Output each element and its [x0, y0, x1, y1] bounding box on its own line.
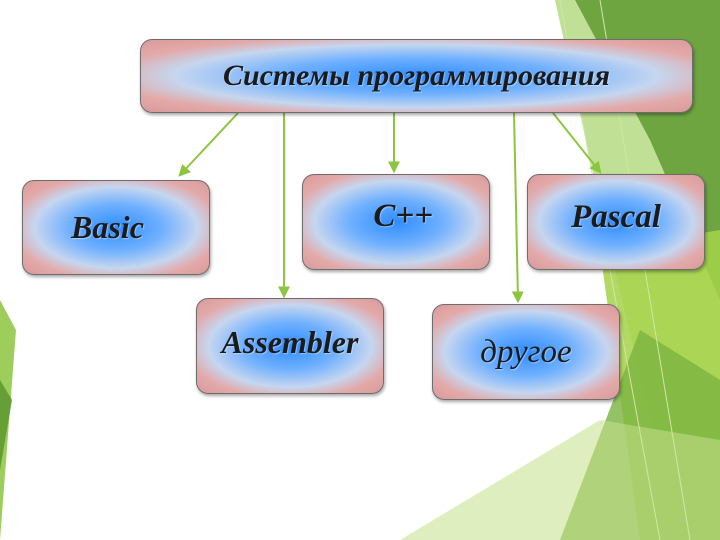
node-basic-label: Basic	[71, 209, 144, 245]
node-assembler: Assembler	[196, 298, 384, 394]
root-node-programming-systems: Системы программирования	[140, 39, 693, 113]
node-other: другое	[432, 304, 620, 400]
node-pascal-label: Pascal	[571, 198, 661, 235]
node-assembler-label: Assembler	[221, 323, 359, 360]
node-other-label: другое	[480, 333, 572, 370]
node-cpp-label: C++	[373, 197, 433, 234]
node-pascal: Pascal	[527, 174, 705, 270]
node-basic: Basic	[22, 180, 210, 275]
node-cpp: C++	[302, 174, 490, 270]
root-node-label: Системы программирования	[223, 59, 610, 92]
